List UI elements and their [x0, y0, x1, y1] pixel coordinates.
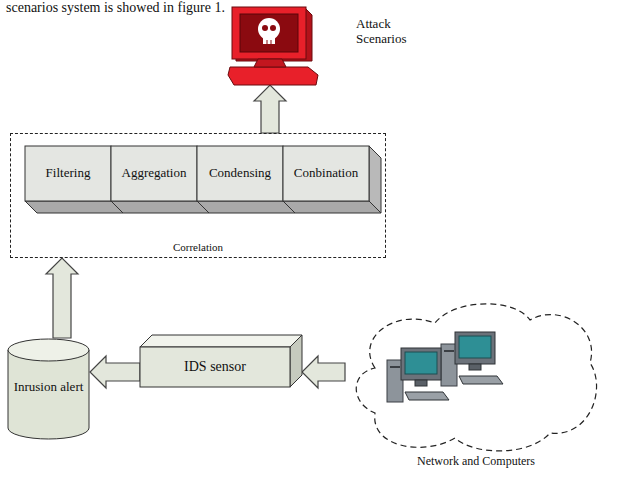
node-label: Conbination: [283, 146, 369, 201]
node-label: Inrusion alert: [13, 380, 84, 395]
block-arrow: [302, 356, 345, 388]
network-cloud: Network and Computers: [345, 298, 607, 478]
alert-database: Inrusion alert: [7, 338, 90, 440]
node-label: Network and Computers: [345, 455, 607, 469]
node-label: Attack Scenarios: [356, 17, 426, 47]
process-block: Condensing: [197, 146, 283, 201]
process-block: Conbination: [283, 146, 369, 201]
block-arrow: [254, 85, 286, 133]
caption-text: scenarios system is showed in figure 1.: [6, 0, 225, 16]
attack-icon-shape: [228, 5, 318, 85]
block-arrow: [90, 356, 140, 388]
process-block: Filtering: [25, 146, 111, 201]
network-cloud-shape: [345, 298, 607, 453]
node-label: Filtering: [25, 146, 111, 201]
node-label: IDS sensor: [140, 347, 290, 387]
node-label: Aggregation: [111, 146, 197, 201]
node-label: Condensing: [197, 146, 283, 201]
sensor-box: IDS sensor: [140, 335, 302, 387]
attack-icon: Attack Scenarios: [228, 5, 408, 85]
node-label: Correlation: [11, 241, 385, 254]
process-block: Aggregation: [111, 146, 197, 201]
block-arrow: [46, 258, 78, 338]
correlation-region: Correlation FilteringAggregationCondensin…: [10, 133, 386, 258]
